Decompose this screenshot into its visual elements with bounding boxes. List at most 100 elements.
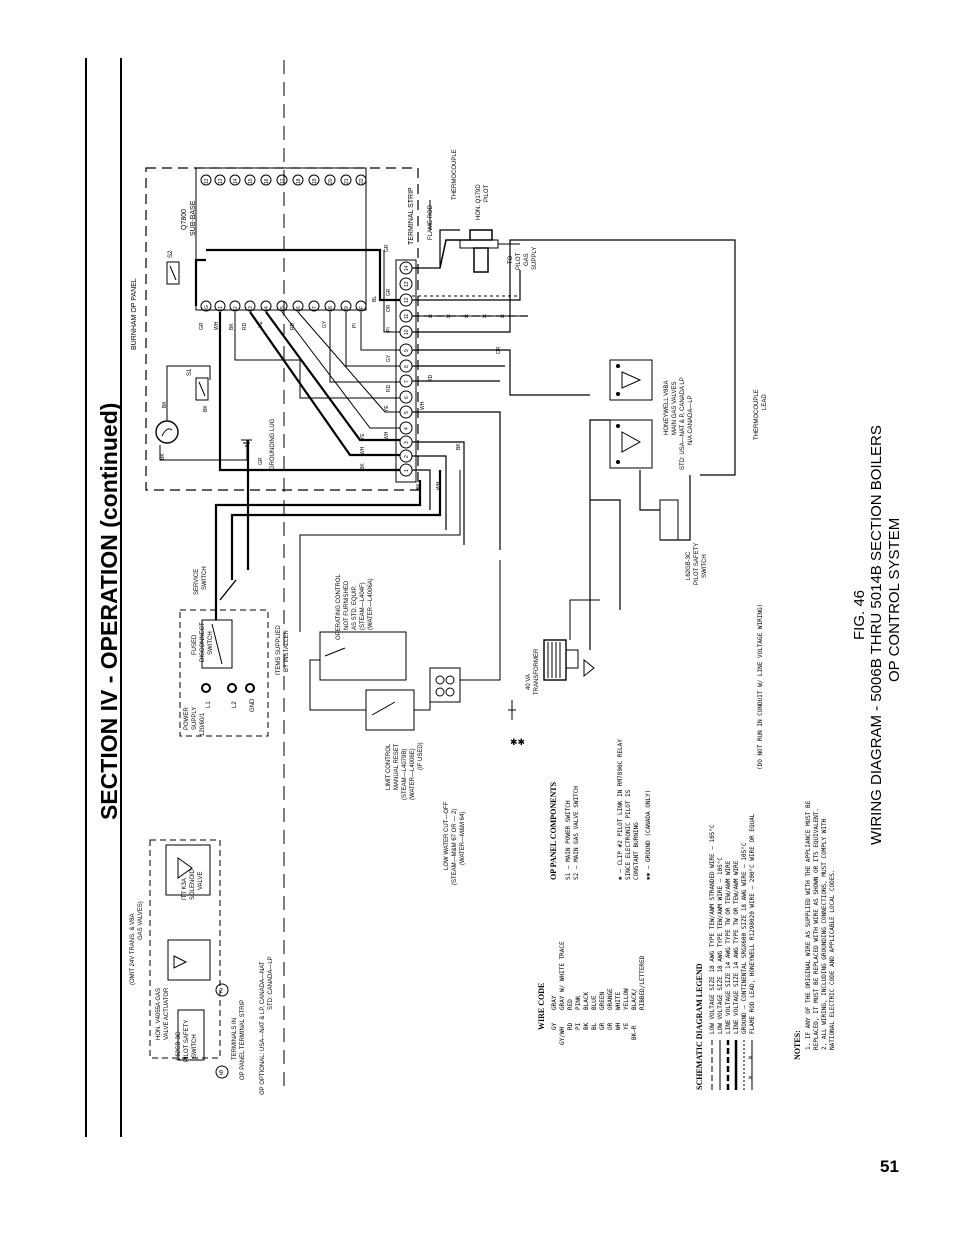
wire (345, 312, 400, 367)
limit-control-label: (WATER—L4006E) (410, 748, 416, 800)
wire-code-name: RIBBED/LETTERED (639, 955, 646, 1010)
wire-code-name: GREEN (599, 992, 606, 1010)
legend-item: LOW VOLTAGE SIZE 18 AWG TYPE TEW/AWM WIR… (717, 857, 724, 1034)
op-terminal (260, 300, 272, 312)
subbase-terminal-label: 16 (264, 178, 270, 184)
wire (265, 311, 400, 442)
wire-tag: BL (372, 296, 378, 302)
gnd-terminal (245, 683, 255, 693)
note-line: 1. IF ANY OF THE ORIGINAL WIRE AS SUPPLI… (805, 800, 812, 1050)
wire-code-abbr: BL (591, 1022, 598, 1030)
wire (159, 440, 248, 461)
strip-terminal-label: 14 (404, 265, 410, 271)
wire-tag: RD (290, 322, 296, 330)
thermocouple-lead-label: LEAD (762, 394, 768, 410)
operating-control-label: AS STD. EQUIP. (352, 585, 358, 630)
power-supply-label: 120/60/1 (200, 712, 206, 736)
wire-tag: RD (386, 384, 392, 392)
v4055-label: VALVE ACTUATOR (164, 987, 170, 1040)
legend-x-mark: × (748, 1075, 752, 1082)
op-terminal (292, 300, 304, 312)
wire (412, 455, 447, 530)
fused-switch-label: DISCONNECT (200, 622, 206, 662)
op-terminal-label: 3 (248, 306, 254, 309)
wire-code-abbr: BK (583, 1022, 590, 1030)
external-wiring (412, 229, 736, 650)
wire (412, 441, 465, 545)
subbase-terminal-label: 17 (280, 178, 286, 184)
subbase-lower-terminals (200, 300, 367, 312)
s1-label: S1 (187, 368, 193, 376)
wire (412, 411, 501, 550)
wire (297, 311, 400, 413)
notes-title: NOTES: (793, 1030, 802, 1060)
strip-terminal-label: 7 (404, 380, 410, 383)
control-contact (324, 647, 346, 657)
wire-code-name: YELLOW (623, 988, 630, 1010)
x-mark: × (464, 312, 469, 321)
pilot-safety-switch-label: L62GB-3C (686, 551, 692, 580)
wire (166, 365, 211, 420)
wire (218, 312, 400, 472)
to-pilot-gas-label: PILOT (516, 252, 522, 270)
terminal-strip (395, 259, 417, 483)
valve-terminal (616, 364, 620, 368)
ground-symbol (508, 700, 516, 720)
strip-terminal-label: 6 (404, 396, 410, 399)
wire (214, 480, 422, 620)
op-terminal (355, 300, 367, 312)
op-optional-label: OP OPTIONAL: USA—NAT & LP, CANADA—NAT (260, 961, 266, 1095)
pilot-model-label: HON. Q179D (476, 184, 482, 220)
strip-terminal-label: 5 (404, 411, 410, 414)
wire-tag: BK (203, 405, 209, 412)
subbase-terminals (200, 174, 367, 186)
wire-tag: GR (386, 288, 392, 296)
relay-icon (583, 658, 595, 678)
legend-item: (DO NOT RUN IN CONDUIT W/ LINE VOLTAGE W… (757, 604, 764, 770)
control-wiring-lower (299, 470, 600, 711)
note-line: 2. ALL WIRING, INCLUDING GROUNDING CONNE… (821, 818, 828, 1050)
transformer-core (543, 639, 567, 681)
strip-terminal-label: 3 (404, 441, 410, 444)
strip-terminal-label: 4 (404, 427, 410, 430)
wire-code-name: GRAY W/ WHITE TRACE (559, 941, 566, 1010)
transformer-terminals (565, 649, 579, 669)
wire-code-abbr: PI (575, 1022, 582, 1030)
op-terminal-label: 4 (264, 306, 270, 309)
op-terminal (276, 300, 288, 312)
page-number: 51 (880, 1157, 899, 1176)
solenoid-valve-icon (177, 857, 193, 879)
subbase-label: SUB-BASE (190, 200, 197, 236)
terminals-in-label: OP PANEL TERMINAL STRIP (240, 1000, 246, 1080)
pilot-safety-switch-label: SWITCH (702, 554, 708, 578)
to-pilot-gas-label: SUPPLY (532, 247, 538, 270)
switch-blade (211, 623, 223, 665)
wire-code-abbr: RD (567, 1022, 574, 1030)
op-terminal-label: 9 (344, 306, 350, 309)
operating-control-label: OPERATING CONTROL (336, 573, 342, 640)
wire-tag: GR (384, 244, 390, 252)
pilot-burner (473, 247, 489, 273)
installer-box (179, 609, 269, 737)
valve-icon (621, 431, 642, 453)
wire-code-name: BLACK (583, 992, 590, 1010)
wire-code-name: PINK (575, 995, 582, 1010)
subbase-terminal (324, 174, 336, 186)
wire-code-abbr: GY (551, 1022, 558, 1030)
s2-switch (166, 261, 180, 285)
wire-tag: GR (258, 457, 264, 465)
subbase-terminal-label: 22 (359, 178, 365, 184)
wire (660, 475, 691, 541)
op-terminal-label: 6 (296, 306, 302, 309)
legend-title: SCHEMATIC DIAGRAM LEGEND (695, 963, 704, 1090)
indicator-lamp-icon (155, 420, 179, 444)
op-component-item: SINCE ELECTRONIC PILOT IS (625, 789, 632, 880)
wire (639, 470, 660, 511)
op-terminal-label: G (204, 305, 210, 309)
wire-tag: BK (456, 443, 462, 450)
q7800-subbase (195, 167, 367, 311)
pilot-label: PILOT (484, 184, 490, 202)
wire-tag: GY (322, 320, 328, 328)
itt-label: VALVE (198, 872, 204, 890)
figure-number: FIG. 46 (851, 590, 868, 640)
